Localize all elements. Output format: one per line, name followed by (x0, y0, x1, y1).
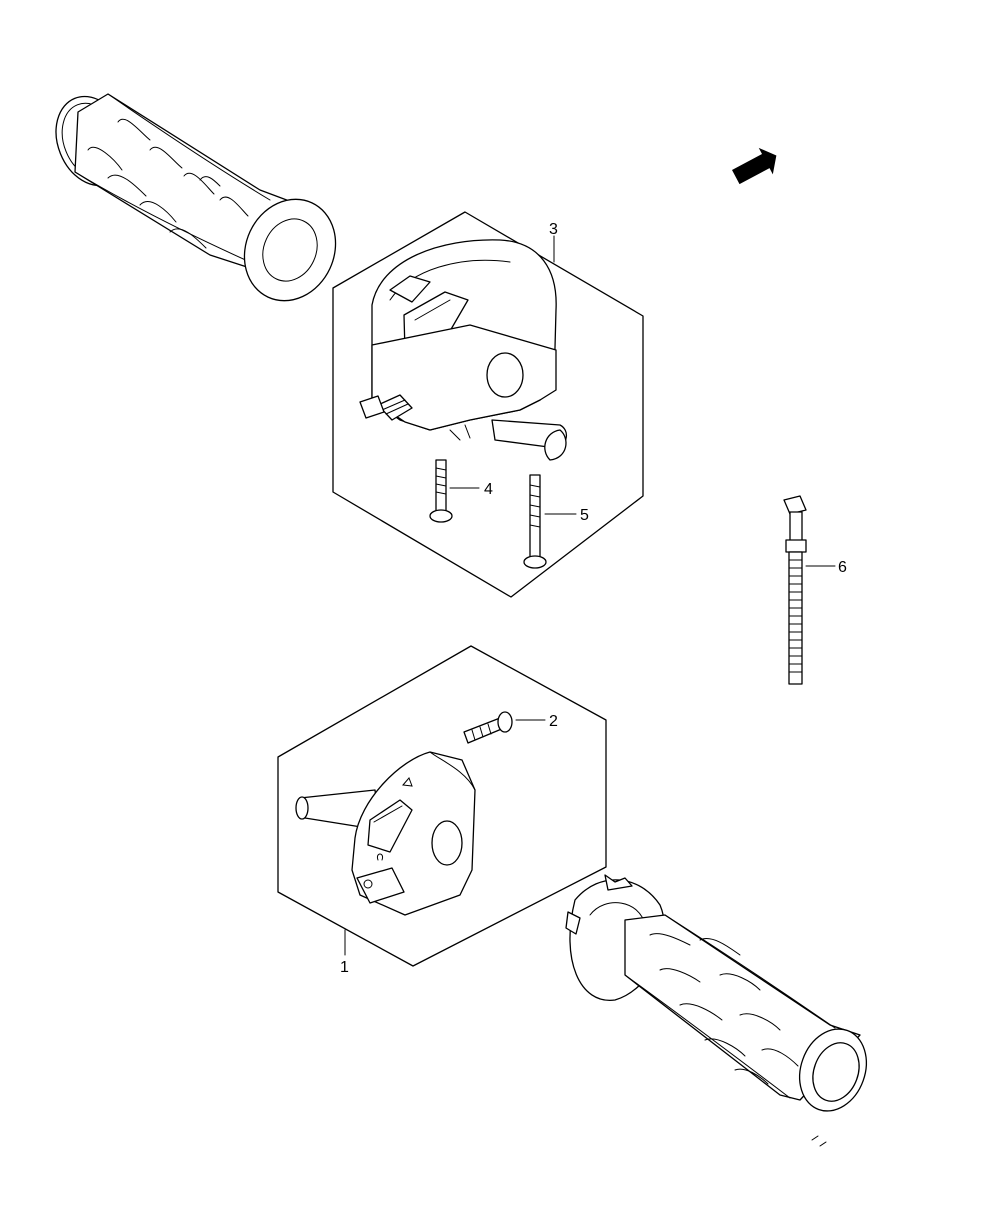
callout-5[interactable]: 5 (580, 507, 589, 524)
fwd-direction-badge: FWD (732, 147, 777, 185)
callout-6[interactable]: 6 (838, 559, 847, 576)
screw-4[interactable] (429, 459, 453, 523)
forward-arrow-icon (732, 147, 777, 185)
left-handlebar-switch[interactable] (295, 751, 476, 916)
screw-2[interactable] (463, 711, 513, 744)
switch-assembly-1-group: 1 (277, 645, 607, 976)
switch-assembly-3-group: 3 (332, 211, 644, 598)
left-grip[interactable] (43, 86, 352, 316)
right-handlebar-switch[interactable] (359, 239, 567, 461)
cable-tie-6[interactable] (783, 495, 807, 685)
callout-2[interactable]: 2 (549, 713, 558, 730)
screw-5[interactable] (523, 474, 547, 569)
callout-3[interactable]: 3 (549, 221, 558, 238)
fwd-label: FWD (735, 150, 775, 182)
callout-1[interactable]: 1 (340, 959, 349, 976)
callout-4[interactable]: 4 (484, 481, 493, 498)
right-grip-throttle[interactable] (565, 874, 877, 1120)
